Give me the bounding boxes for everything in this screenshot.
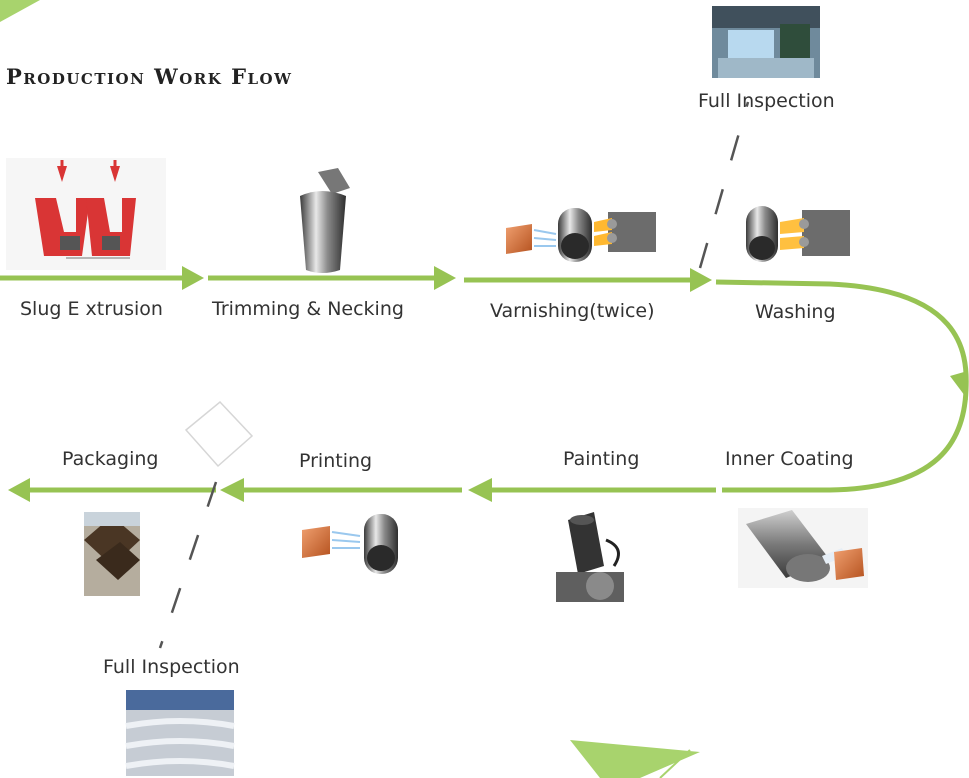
painting-illustration [556,510,626,602]
inspection-line-top [698,101,750,269]
packaging-photo [84,512,140,596]
inspection-photo-top [712,6,820,78]
varnishing-illustration [506,208,656,262]
trimming-can-illustration [300,168,350,273]
corner-accent-top [0,0,40,22]
arrow-inner-to-painting [468,478,716,502]
step-label-washing: Washing [755,301,836,323]
corner-accent-line [659,749,691,778]
page-title: Production Work Flow [6,64,293,89]
step-label-inspection-top: Full Inspection [698,90,835,112]
arrow-painting-to-printing [220,478,462,502]
step-label-trimming-necking: Trimming & Necking [212,298,404,320]
step-label-inner-coating: Inner Coating [725,448,854,470]
step-label-painting: Painting [563,448,640,470]
step-label-packaging: Packaging [62,448,159,470]
arrow-varnishing-to-washing [464,268,712,292]
step-label-varnishing: Varnishing(twice) [490,300,655,322]
inner-coating-illustration [738,508,868,588]
printing-illustration [302,514,398,574]
arrow-printing-to-packaging [8,478,216,502]
inspection-line-bottom [158,481,218,649]
step-label-inspection-bottom: Full Inspection [103,656,240,678]
step-label-slug-extrusion: Slug E xtrusion [20,298,163,320]
corner-accent-bottom [570,740,700,778]
arrow-extrusion-to-trimming [0,266,204,290]
arrow-trimming-to-varnishing [208,266,456,290]
washing-illustration [746,206,850,262]
inspection-photo-bottom [125,690,235,776]
packaging-box-illustration [184,400,254,468]
slug-extrusion-illustration [6,158,166,270]
arrow-curve-head [950,372,968,400]
step-label-printing: Printing [299,450,373,472]
